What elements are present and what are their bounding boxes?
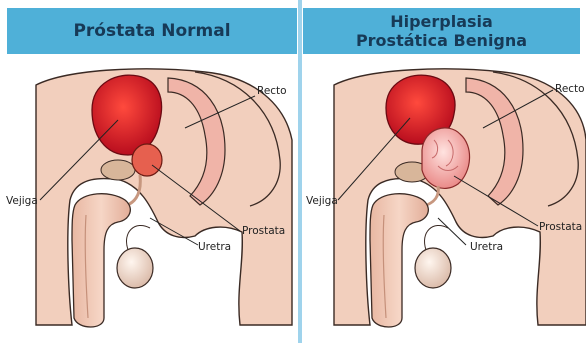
prostate-normal — [132, 144, 162, 176]
label-recto: Recto — [257, 85, 287, 97]
seminal-vesicle — [101, 160, 135, 180]
label-recto: Recto — [555, 83, 585, 95]
bladder — [92, 75, 162, 155]
label-vejiga: Vejiga — [306, 195, 338, 207]
label-prostata: Prostata — [539, 221, 582, 233]
testis — [117, 248, 153, 288]
label-uretra: Uretra — [198, 241, 231, 253]
vas-deferens — [127, 225, 150, 250]
label-uretra: Uretra — [470, 241, 503, 253]
label-vejiga: Vejiga — [6, 195, 38, 207]
testis — [415, 248, 451, 288]
panel-bph: Recto Vejiga Prostata Uretra — [306, 69, 586, 327]
panel-normal: Recto Vejiga Prostata Uretra — [6, 69, 292, 327]
vas-deferens — [425, 225, 448, 250]
prostate-enlarged — [422, 128, 470, 188]
label-prostata: Prostata — [242, 225, 285, 237]
